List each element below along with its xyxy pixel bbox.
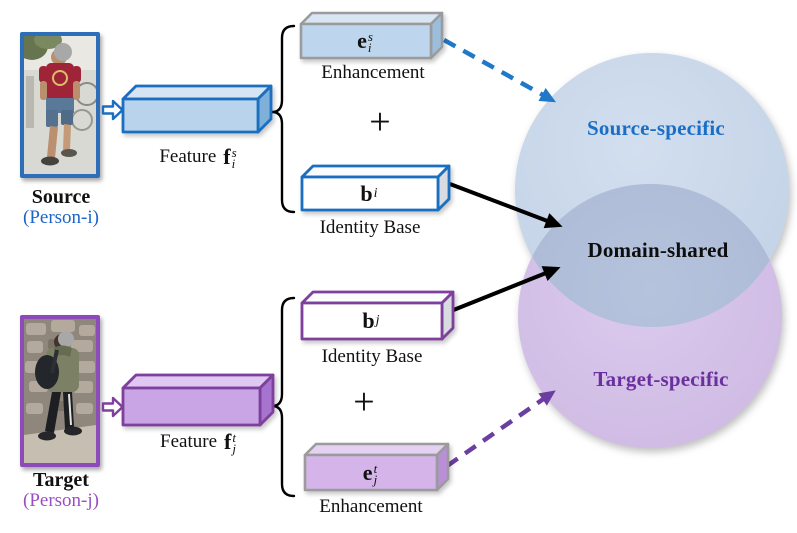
target-specific-text: Target-specific bbox=[593, 367, 729, 391]
base-sub: j bbox=[375, 313, 380, 328]
feature-symbol: f bbox=[224, 429, 232, 454]
enhancement-sub: j bbox=[373, 471, 378, 487]
feature-word: Feature bbox=[160, 431, 218, 452]
base-caption-text: Identity Base bbox=[319, 217, 421, 238]
jacket-collar bbox=[54, 345, 72, 357]
target-person-photo bbox=[20, 315, 100, 467]
enhancement-sup: s bbox=[367, 29, 373, 44]
shoe bbox=[38, 431, 56, 441]
pants-stripe bbox=[68, 393, 72, 426]
base-caption-text: Identity Base bbox=[321, 346, 423, 367]
block-arrow-source-icon bbox=[101, 99, 124, 121]
post bbox=[26, 76, 34, 128]
source-person-photo bbox=[20, 32, 100, 178]
shorts-leg bbox=[46, 110, 58, 127]
leg bbox=[63, 124, 71, 150]
enhancement-sup: t bbox=[373, 460, 378, 476]
target-enhancement-caption: Enhancement bbox=[291, 496, 451, 518]
target-plus-sign: + bbox=[334, 383, 394, 421]
source-plus-sign: + bbox=[350, 103, 410, 141]
target-label: Target bbox=[0, 470, 122, 491]
block-arrow-target-icon bbox=[101, 396, 124, 418]
feature-symbol: f bbox=[223, 144, 231, 169]
venn-target-specific-label: Target-specific bbox=[565, 368, 757, 390]
source-feature-box bbox=[121, 84, 273, 134]
domain-shared-text: Domain-shared bbox=[587, 238, 729, 262]
enhancement-symbol: e bbox=[362, 459, 373, 485]
source-label-text: Source bbox=[31, 186, 91, 208]
brace-source bbox=[271, 24, 296, 214]
face-blur-circle bbox=[58, 331, 74, 347]
venn-diagram bbox=[515, 53, 789, 448]
arm bbox=[73, 81, 80, 100]
sleeve bbox=[72, 66, 81, 83]
shorts-leg bbox=[61, 110, 73, 125]
base-sub: i bbox=[373, 185, 378, 201]
source-person-text: (Person-i) bbox=[23, 207, 99, 228]
feature-word: Feature bbox=[159, 146, 217, 167]
enhancement-caption-text: Enhancement bbox=[321, 62, 425, 83]
feature-sub: j bbox=[232, 441, 236, 456]
feature-sup: t bbox=[232, 430, 236, 445]
red-tshirt bbox=[46, 63, 74, 101]
sleeve bbox=[39, 66, 48, 83]
venn-source-specific-label: Source-specific bbox=[560, 117, 752, 139]
enhancement-sub: i bbox=[367, 40, 372, 55]
dashed-arrow-target-enhancement bbox=[445, 390, 556, 468]
source-label: Source bbox=[0, 187, 122, 208]
arm bbox=[40, 81, 47, 100]
target-person-illustration bbox=[24, 319, 96, 463]
base-symbol: b bbox=[362, 308, 375, 333]
feature-sub: i bbox=[231, 156, 236, 171]
dashed-arrow-source-enhancement bbox=[442, 38, 556, 103]
plus-text: + bbox=[369, 101, 391, 143]
denim-shorts bbox=[46, 98, 74, 113]
backpack-strap bbox=[50, 349, 59, 374]
shoe bbox=[41, 156, 59, 166]
source-base-box bbox=[300, 164, 451, 212]
venn-overlap-region bbox=[518, 184, 782, 327]
target-enhancement-box bbox=[303, 442, 450, 492]
target-label-text: Target bbox=[33, 469, 89, 491]
solid-arrow-source-base bbox=[449, 182, 563, 229]
shoe bbox=[61, 149, 77, 157]
base-symbol: b bbox=[360, 180, 373, 206]
source-enhancement-box bbox=[299, 11, 444, 60]
plus-text: + bbox=[353, 381, 375, 423]
target-person-text: (Person-j) bbox=[23, 490, 99, 511]
source-base-caption: Identity Base bbox=[290, 217, 450, 239]
shoe bbox=[64, 426, 82, 436]
face-blur-circle bbox=[54, 43, 72, 61]
solid-arrow-target-base bbox=[445, 266, 561, 315]
target-person-label: (Person-j) bbox=[0, 491, 122, 511]
target-feature-box bbox=[121, 373, 275, 427]
source-specific-text: Source-specific bbox=[587, 116, 725, 140]
shirt-logo bbox=[52, 70, 68, 86]
feature-sup: s bbox=[231, 145, 237, 160]
target-base-label: b j bbox=[300, 303, 442, 339]
leg bbox=[47, 126, 58, 158]
target-base-box bbox=[300, 290, 455, 341]
source-person-illustration bbox=[24, 36, 96, 174]
source-enhancement-caption: Enhancement bbox=[293, 62, 453, 84]
source-base-label: b i bbox=[300, 177, 438, 210]
source-person-label: (Person-i) bbox=[0, 208, 122, 228]
target-base-caption: Identity Base bbox=[292, 346, 452, 368]
venn-domain-shared-label: Domain-shared bbox=[563, 239, 753, 261]
foliage bbox=[34, 36, 62, 49]
enhancement-symbol: e bbox=[357, 28, 367, 53]
pants-leg bbox=[45, 392, 61, 433]
enhancement-caption-text: Enhancement bbox=[319, 496, 423, 517]
